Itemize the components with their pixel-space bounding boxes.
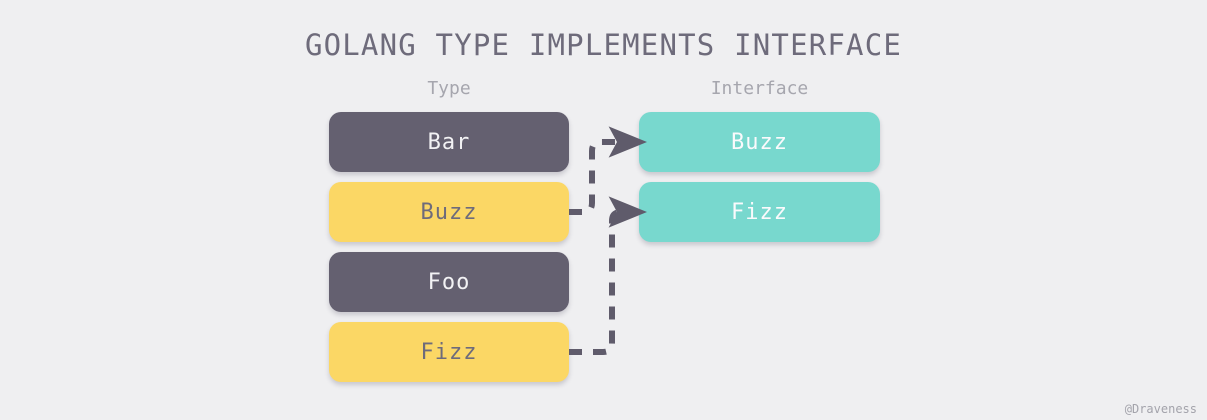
type-node-fizz[interactable]: Fizz <box>329 322 569 382</box>
page-title: GOLANG TYPE IMPLEMENTS INTERFACE <box>304 28 903 62</box>
interface-node-fizz[interactable]: Fizz <box>639 182 880 242</box>
watermark: @Draveness <box>1124 402 1197 416</box>
column-header-type: Type <box>427 78 471 99</box>
type-node-foo[interactable]: Foo <box>329 252 569 312</box>
type-node-buzz[interactable]: Buzz <box>329 182 569 242</box>
edge-fizz-to-fizz <box>569 196 647 355</box>
interface-node-buzz[interactable]: Buzz <box>639 112 880 172</box>
type-node-bar[interactable]: Bar <box>329 112 569 172</box>
edge-buzz-to-buzz <box>569 126 647 215</box>
column-header-interface: Interface <box>710 78 809 99</box>
